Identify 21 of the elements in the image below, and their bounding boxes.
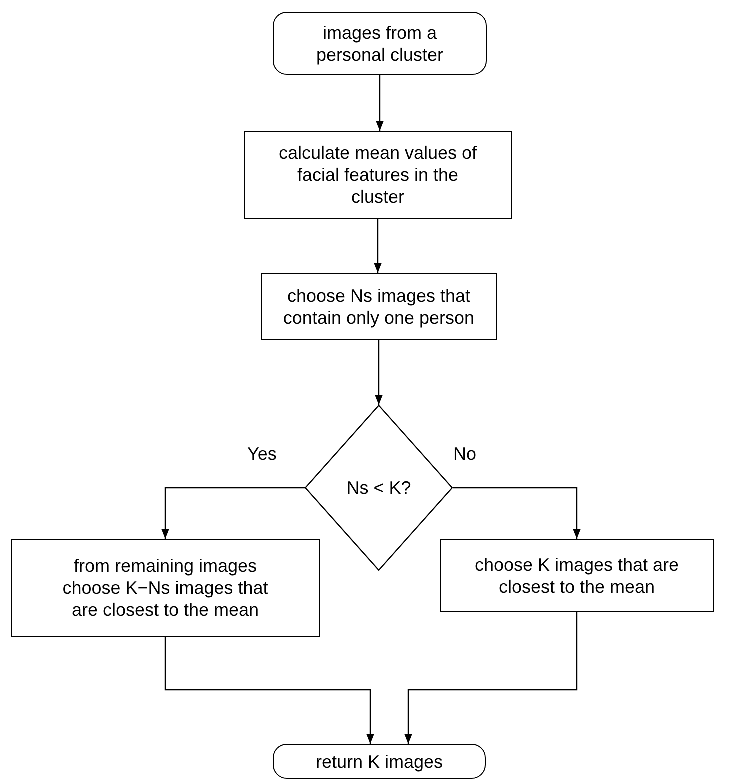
node-label: from remaining images choose K−Ns images that are closest to the mean <box>62 555 270 621</box>
arrow <box>375 340 383 405</box>
arrow <box>453 487 581 539</box>
node-label: choose K images that are closest to the mean <box>474 554 680 598</box>
node-label: return K images <box>316 750 444 772</box>
process-box <box>261 273 497 340</box>
node-label: choose Ns images that contain only one person <box>282 284 476 328</box>
process-box <box>440 539 714 612</box>
arrow <box>376 75 384 131</box>
node-label: images from a personal cluster <box>315 22 445 66</box>
arrow <box>164 637 374 744</box>
terminal-box <box>273 12 487 75</box>
decision-diamond <box>305 405 453 571</box>
arrow <box>374 219 382 273</box>
node-label: calculate mean values of facial features in the cluster <box>278 142 478 208</box>
node-label: Ns < K? <box>346 477 412 499</box>
process-box <box>11 539 320 637</box>
terminal-box <box>273 744 486 779</box>
arrow <box>404 612 578 744</box>
process-box <box>244 131 512 219</box>
arrow <box>162 487 305 539</box>
